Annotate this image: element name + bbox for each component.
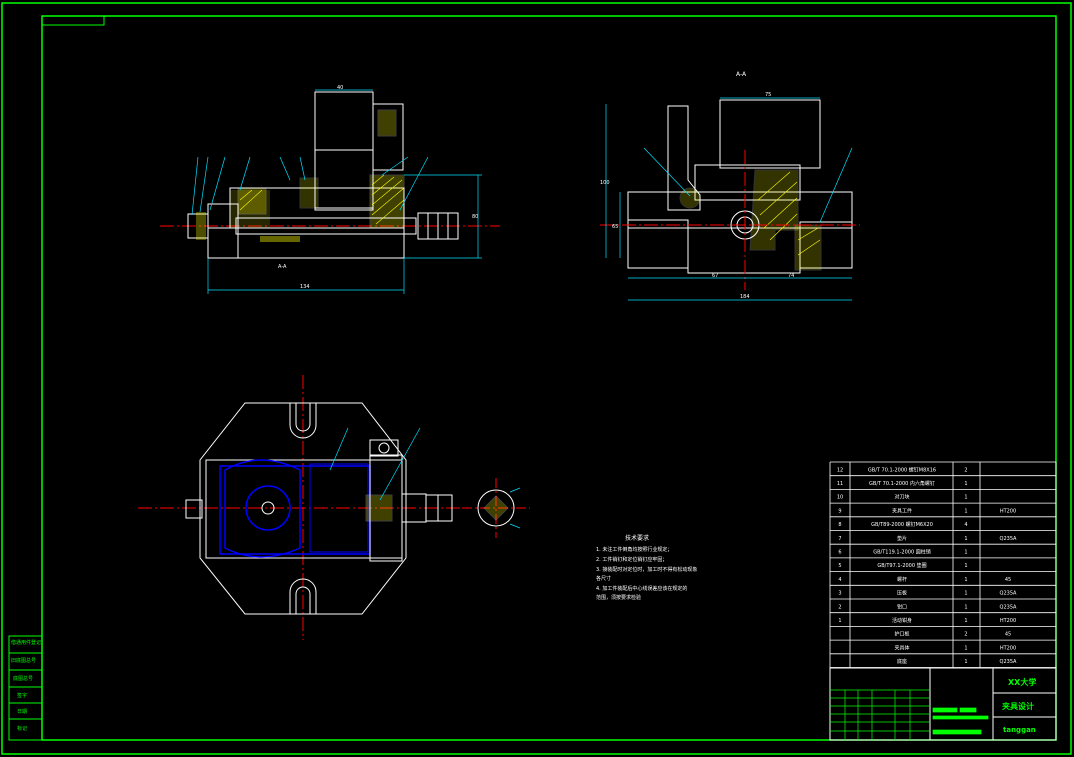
side-dim-h1: 100 (600, 180, 610, 186)
bom-cell-qty: 1 (964, 618, 967, 624)
side-dim-h2: 65 (612, 224, 618, 230)
tech-note-line: 2. 工件销钉和定位销钉应牢固； (596, 556, 667, 563)
bom-cell-qty: 1 (964, 577, 967, 583)
front-view: 40 134 80 A-A (160, 85, 500, 294)
bom-cell-no: 3 (838, 591, 841, 597)
bom-cell-mat: Q235A (1000, 536, 1017, 542)
bom-cell-name: GB/T97.1-2000 垫圈 (877, 562, 926, 569)
bom-cell-name: 螺杆 (897, 576, 907, 583)
front-section-note: A-A (278, 264, 287, 270)
bom-cell-name: 夹具工件 (892, 507, 912, 514)
side-label-2: 底图总号 (13, 675, 33, 682)
bom-cell-name: 夹具体 (894, 644, 909, 651)
bom-cell-qty: 1 (964, 659, 967, 665)
section-label: A-A (736, 71, 747, 78)
bom-cell-mat: Q235A (1000, 604, 1017, 610)
bom-cell-no: 12 (837, 467, 843, 473)
bom-cell-qty: 2 (964, 467, 967, 473)
bom-cell-no: 4 (838, 577, 841, 583)
side-label-3: 签字 (17, 692, 27, 699)
front-dim-height: 80 (472, 214, 478, 220)
side-dim-width: 184 (740, 294, 750, 300)
top-view (138, 375, 530, 640)
bom-cell-qty: 1 (964, 536, 967, 542)
bom-cell-qty: 1 (964, 481, 967, 487)
bom-cell-mat: 45 (1005, 577, 1011, 583)
drawing-name: 夹具设计 (1002, 701, 1034, 711)
bom-cell-name: 底座 (897, 658, 907, 665)
bom-cell-qty: 1 (964, 495, 967, 501)
bom-cell-mat: HT200 (1000, 508, 1016, 514)
bom-cell-no: 10 (837, 495, 843, 501)
title-block: XX大学 夹具设计 tanggan (829, 667, 1057, 741)
tech-notes: 技术要求 1. 未注工件倒角均按照行业规定； 2. 工件销钉和定位销钉应牢固； … (596, 534, 697, 601)
tech-notes-title: 技术要求 (625, 534, 649, 542)
bom-cell-qty: 1 (964, 645, 967, 651)
bom-cell-name: GB/T119.1-2000 圆柱销 (873, 549, 930, 556)
side-label-1: 旧底图总号 (11, 657, 36, 664)
side-view: A-A 75 (600, 71, 860, 301)
front-dim-width: 134 (300, 284, 310, 290)
front-dim-top: 40 (337, 85, 343, 91)
bom-cell-no: 1 (838, 618, 841, 624)
side-panel: 借通用件登记 旧底图总号 底图总号 签字 日期 标记 (8, 635, 43, 741)
bom-cell-qty: 2 (964, 632, 967, 638)
school-name: XX大学 (1008, 677, 1036, 687)
bom-cell-no: 7 (838, 536, 841, 542)
bom-cell-qty: 1 (964, 508, 967, 514)
tech-note-line: 范围，须按要求检验 (596, 594, 641, 601)
tech-note-line: 各尺寸 (596, 575, 611, 582)
bom-cell-no: 5 (838, 563, 841, 569)
side-dim-b2: 74 (788, 273, 794, 279)
side-dim-b1: 67 (712, 273, 718, 279)
bom-cell-name: GB/T 70.1-2000 螺钉M8X16 (868, 466, 936, 473)
bom-cell-name: 护口板 (894, 631, 909, 638)
side-label-5: 标记 (17, 725, 27, 732)
bom-cell-name: 垫片 (897, 535, 907, 542)
bom-cell-no: 11 (837, 481, 843, 487)
bom-cell-name: 活动钳身 (892, 617, 912, 624)
bom-cell-no: 2 (838, 604, 841, 610)
tech-note-line: 4. 加工件装配后中心线误差应该在规定的 (596, 585, 687, 592)
side-label-4: 日期 (17, 709, 27, 715)
bom-cell-mat: HT200 (1000, 645, 1016, 651)
bom-cell-name: 钳口 (897, 603, 907, 610)
bom-cell-name: 压板 (897, 590, 907, 597)
bom-cell-qty: 1 (964, 591, 967, 597)
side-dim-top: 75 (765, 92, 771, 98)
bom-cell-name: GB/T 70.1-2000 内六角螺钉 (869, 480, 935, 487)
side-label-0: 借通用件登记 (11, 639, 41, 646)
bom-cell-name: 对刀块 (894, 494, 909, 501)
bom-cell-qty: 1 (964, 604, 967, 610)
bom-cell-qty: 4 (964, 522, 967, 528)
bom-cell-no: 9 (838, 508, 841, 514)
top-left-code-box (41, 15, 105, 26)
bom-cell-no: 8 (838, 522, 841, 528)
bom-cell-mat: 45 (1005, 632, 1011, 638)
bom-cell-mat: Q235A (1000, 591, 1017, 597)
tech-note-line: 1. 未注工件倒角均按照行业规定； (596, 546, 672, 553)
bom-cell-no: 6 (838, 550, 841, 556)
bom-cell-mat: Q235A (1000, 659, 1017, 665)
tech-note-line: 3. 接装配时对定位时，加工时不得有松动现象 (596, 566, 697, 573)
bom-cell-qty: 1 (964, 550, 967, 556)
drawing-code: tanggan (1003, 726, 1036, 734)
bom-cell-name: GB/T89-2000 螺钉M6X20 (871, 521, 933, 528)
inner-frame (41, 15, 1057, 741)
bom-cell-mat: HT200 (1000, 618, 1016, 624)
bom-cell-qty: 1 (964, 563, 967, 569)
